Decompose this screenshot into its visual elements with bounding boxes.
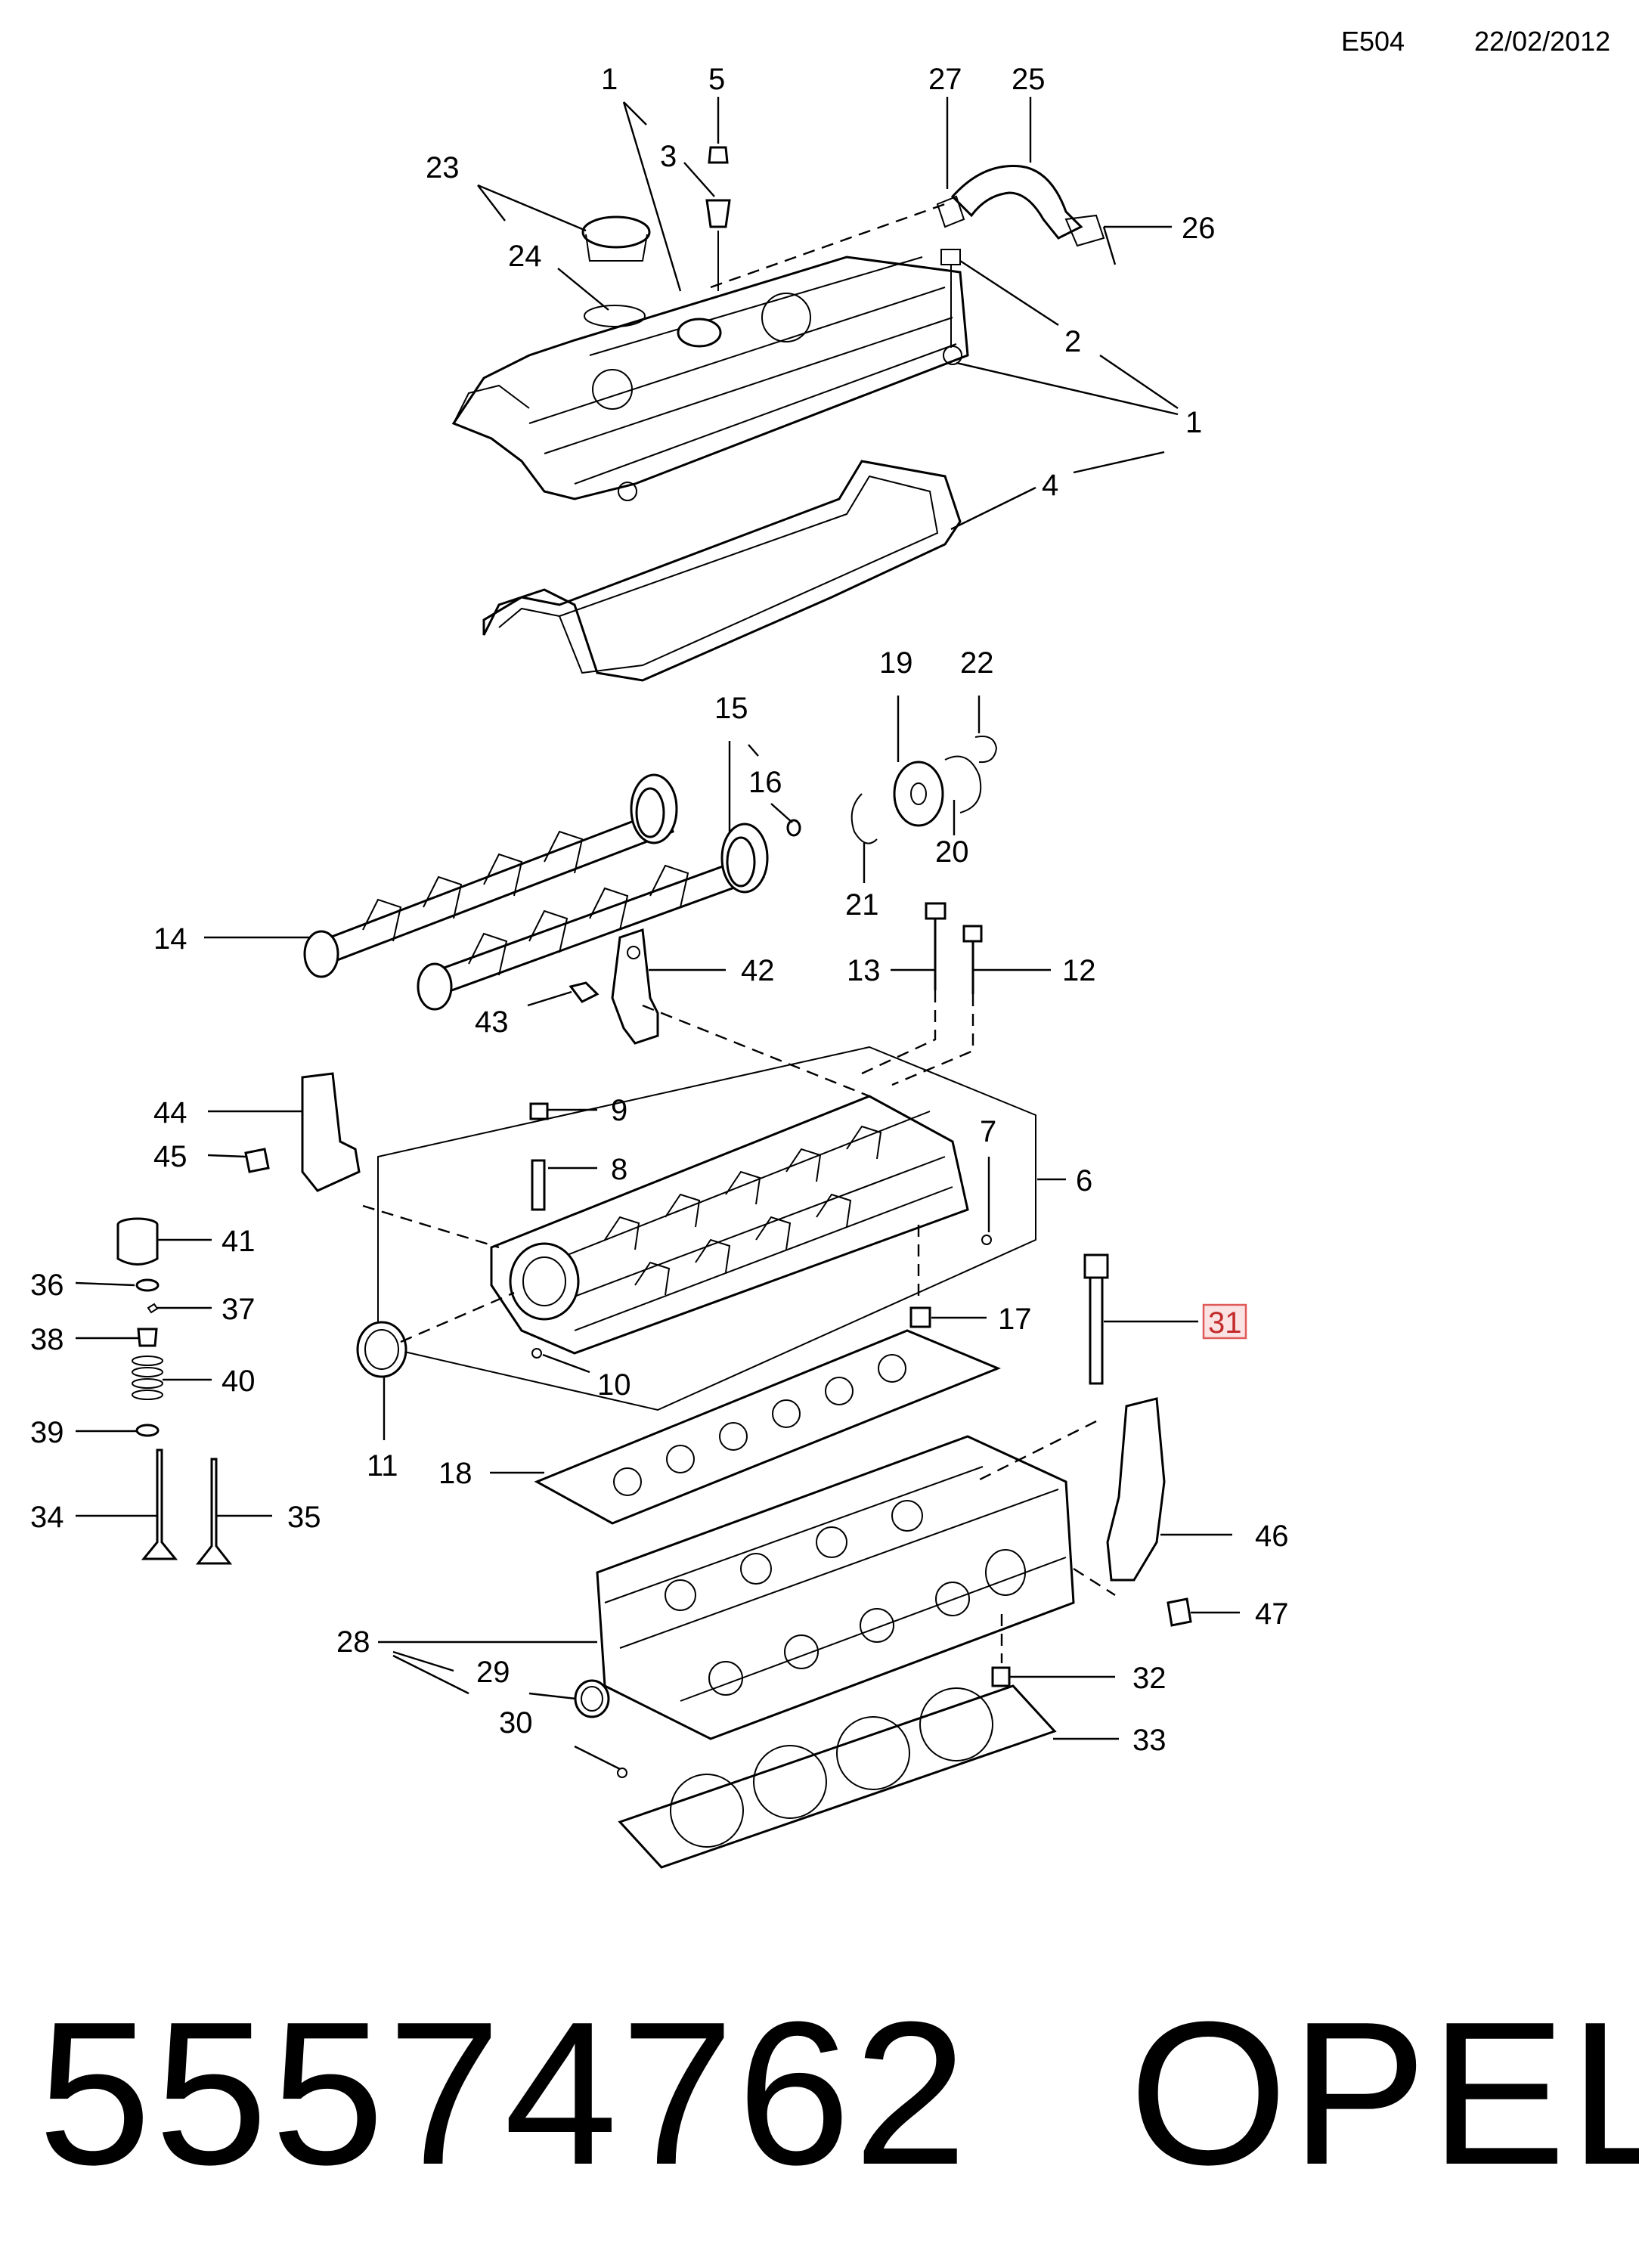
callout-10: 10 xyxy=(597,1368,631,1402)
callout-23: 23 xyxy=(426,151,460,184)
tappet xyxy=(116,1217,159,1266)
head-bolt-31 xyxy=(1083,1253,1109,1385)
part-number: 55574762 xyxy=(38,1980,971,2208)
callout-29: 29 xyxy=(476,1656,510,1689)
spring-seat xyxy=(135,1424,160,1437)
cam-bracket xyxy=(569,928,659,1045)
callout-18: 18 xyxy=(438,1457,472,1490)
footer-part-info: 55574762 OPEL xyxy=(38,1981,1639,2208)
callout-21: 21 xyxy=(845,888,879,922)
valve-keeper xyxy=(147,1303,159,1314)
callout-43: 43 xyxy=(475,1005,509,1039)
callout-24: 24 xyxy=(508,240,542,273)
exploded-parts-diagram: 1 5 3 27 25 23 24 26 2 1 4 19 22 xyxy=(30,63,1289,1869)
callout-12: 12 xyxy=(1062,954,1096,987)
callout-37: 37 xyxy=(222,1293,256,1326)
callout-13: 13 xyxy=(847,954,881,987)
bracket-left xyxy=(244,1072,361,1192)
callout-9: 9 xyxy=(611,1094,627,1127)
callout-38: 38 xyxy=(30,1323,64,1356)
callout-40: 40 xyxy=(222,1365,256,1398)
callout-16: 16 xyxy=(748,766,782,799)
seal-ring-11 xyxy=(356,1321,407,1378)
camshafts xyxy=(303,773,769,1011)
callout-42: 42 xyxy=(741,954,775,987)
callout-44: 44 xyxy=(153,1096,187,1129)
callout-22: 22 xyxy=(960,646,994,680)
head-bracket-right xyxy=(1106,1397,1192,1627)
head-bolts-upper xyxy=(925,902,983,994)
dowel-32 xyxy=(991,1666,1011,1687)
callout-35: 35 xyxy=(287,1501,321,1534)
callout-32: 32 xyxy=(1132,1662,1167,1695)
callout-6: 6 xyxy=(1076,1164,1092,1198)
callout-5: 5 xyxy=(708,63,725,96)
brand-name: OPEL xyxy=(1129,1980,1639,2208)
callout-2: 2 xyxy=(1064,325,1081,358)
cam-plate-and-rings xyxy=(786,736,998,844)
plug-30 xyxy=(617,1768,627,1778)
callout-11: 11 xyxy=(367,1449,398,1483)
valve-cover-gasket xyxy=(482,460,962,682)
callout-19: 19 xyxy=(879,646,913,680)
callout-30: 30 xyxy=(499,1706,533,1740)
callout-31-highlight xyxy=(1202,1303,1247,1340)
seal-ring-29 xyxy=(574,1679,610,1718)
diagram-date: 22/02/2012 xyxy=(1474,26,1611,57)
callout-17: 17 xyxy=(998,1303,1032,1336)
callout-1-right: 1 xyxy=(1185,406,1202,439)
callout-14: 14 xyxy=(153,922,187,956)
callout-15: 15 xyxy=(714,692,748,725)
callout-45: 45 xyxy=(153,1140,187,1173)
assembly-lines xyxy=(362,203,1116,1663)
valve-seal xyxy=(137,1328,158,1347)
breather-hose xyxy=(936,165,1105,348)
callout-33: 33 xyxy=(1132,1724,1167,1757)
oil-filler-cap xyxy=(581,215,651,327)
valve-spring xyxy=(132,1356,163,1400)
callout-47: 47 xyxy=(1255,1597,1289,1631)
callout-28: 28 xyxy=(336,1625,370,1659)
callout-3: 3 xyxy=(660,140,677,173)
valve-cover xyxy=(451,256,969,501)
sensor-bolt xyxy=(705,146,731,291)
callout-36: 36 xyxy=(30,1269,64,1302)
callout-8: 8 xyxy=(611,1153,627,1186)
valves xyxy=(141,1448,233,1565)
callout-46: 46 xyxy=(1255,1520,1289,1553)
cylinder-head-gasket xyxy=(618,1684,1057,1869)
cam-carrier xyxy=(490,1095,969,1355)
callout-1-top: 1 xyxy=(601,63,618,96)
callout-4: 4 xyxy=(1042,469,1058,502)
callout-25: 25 xyxy=(1012,63,1046,96)
callouts: 1 5 3 27 25 23 24 26 2 1 4 19 22 xyxy=(30,63,1289,1771)
callout-31: 31 xyxy=(1208,1306,1242,1340)
callout-34: 34 xyxy=(30,1501,64,1534)
valve-cap xyxy=(135,1278,160,1292)
callout-7: 7 xyxy=(980,1115,996,1148)
diagram-code: E504 xyxy=(1341,26,1405,57)
upper-gasket xyxy=(534,1329,1001,1525)
carrier-studs xyxy=(529,1102,992,1359)
callout-26: 26 xyxy=(1182,212,1216,245)
callout-27: 27 xyxy=(928,63,962,96)
callout-39: 39 xyxy=(30,1416,64,1449)
callout-20: 20 xyxy=(935,835,969,869)
dowel-17 xyxy=(909,1306,931,1328)
callout-41: 41 xyxy=(222,1225,256,1258)
